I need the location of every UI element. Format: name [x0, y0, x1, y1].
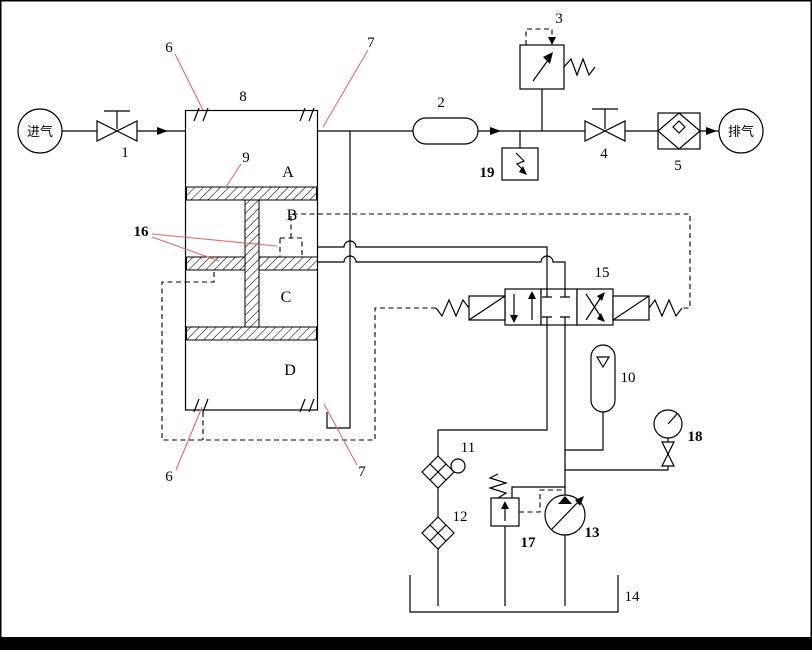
chamber-d-label: D	[284, 362, 296, 379]
filter-12	[421, 516, 455, 550]
cylinder-to-valve-lines	[318, 240, 566, 289]
chamber-b-label: B	[287, 207, 298, 224]
port-marks	[193, 107, 315, 413]
accumulator-10	[590, 344, 616, 413]
chamber-a-label: A	[282, 164, 294, 181]
label-10: 10	[621, 370, 636, 386]
label-16: 16	[134, 224, 150, 240]
filter-11	[421, 455, 466, 489]
piston-rod-icon	[244, 199, 260, 328]
arrow-icon	[548, 37, 556, 45]
label-19: 19	[480, 165, 495, 181]
booster-cylinder: A B C D	[184, 107, 319, 413]
pilot-line	[519, 489, 563, 513]
arrow-icon	[528, 291, 536, 299]
spring-icon	[487, 473, 509, 499]
pilot-line	[525, 28, 553, 45]
label-11: 11	[461, 440, 475, 456]
pump-flow-icon	[558, 496, 572, 504]
relief-valve-17	[487, 473, 563, 527]
arrow-icon	[519, 166, 527, 175]
hydraulic-pump-13	[544, 494, 586, 536]
label-4: 4	[600, 146, 608, 162]
label-7-top: 7	[367, 35, 375, 51]
main-air-line	[62, 127, 719, 135]
component-labels: 1 2 3 4 5 6 6 7 7 8 9 10 11 12 13 14 15 …	[121, 11, 702, 605]
hydraulic-lines	[437, 325, 669, 606]
arrow-icon	[575, 496, 584, 506]
flow-arrow-icon	[490, 127, 501, 135]
arrow-icon	[597, 313, 605, 322]
gas-charge-icon	[595, 356, 611, 369]
label-6-top: 6	[165, 40, 173, 56]
label-14: 14	[625, 589, 641, 605]
shutoff-valve-4	[584, 108, 626, 142]
label-15: 15	[595, 265, 610, 281]
outlet-label: 排气	[728, 124, 754, 140]
pilot-lines	[161, 213, 691, 441]
arrow-icon	[597, 292, 605, 301]
piston-icon	[186, 186, 317, 201]
arrow-icon	[510, 315, 518, 323]
flow-arrow-icon	[157, 127, 168, 135]
spring-icon	[648, 298, 683, 318]
receiver-2	[412, 117, 479, 145]
annotation-leaders	[151, 49, 369, 471]
label-2: 2	[437, 95, 445, 111]
spring-icon	[563, 57, 596, 77]
pressure-gauge-18	[653, 409, 683, 467]
relief-valve-3	[519, 28, 596, 131]
arrow-icon	[543, 52, 553, 64]
pressure-transducer-19	[501, 131, 539, 181]
oil-tank-14	[409, 575, 619, 613]
label-1: 1	[121, 145, 129, 161]
flow-arrow-icon	[706, 127, 717, 135]
label-12: 12	[453, 509, 468, 525]
lightning-icon	[515, 152, 526, 172]
spring-icon	[435, 298, 470, 318]
air-outlet-port: 排气	[718, 108, 764, 154]
check-valve-5	[657, 112, 701, 150]
needle-icon	[667, 413, 678, 425]
label-8: 8	[239, 89, 247, 105]
label-17: 17	[521, 535, 537, 551]
label-18: 18	[688, 429, 703, 445]
air-inlet-port: 进气	[17, 108, 63, 154]
label-13: 13	[585, 525, 600, 541]
label-5: 5	[674, 158, 682, 174]
label-3: 3	[555, 11, 563, 27]
shutoff-valve-1	[96, 110, 138, 142]
chamber-d-feed-line	[326, 131, 351, 429]
label-9: 9	[242, 150, 250, 166]
piston-icon	[186, 256, 246, 271]
label-6-bottom: 6	[165, 469, 173, 485]
directional-valve-15	[435, 288, 683, 326]
piston-icon	[186, 326, 317, 341]
indicator-icon	[450, 458, 466, 474]
label-7-bottom: 7	[358, 464, 366, 480]
piston-icon	[258, 256, 318, 271]
chamber-c-label: C	[281, 289, 292, 306]
arrow-icon	[501, 501, 509, 509]
inlet-label: 进气	[27, 124, 53, 140]
